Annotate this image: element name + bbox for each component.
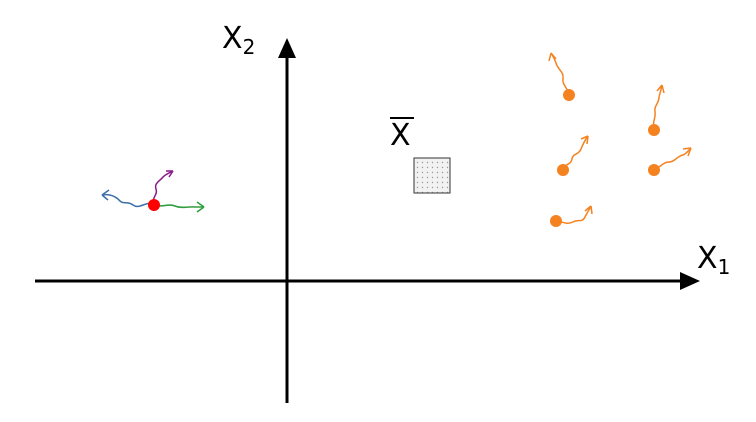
x1-axis-arrowhead xyxy=(680,272,700,290)
blue-trajectory-arrow xyxy=(101,189,154,208)
mean-label: X xyxy=(390,118,411,153)
x1-axis-label: X1 xyxy=(697,241,730,279)
orange-particle xyxy=(648,147,692,176)
red-particle-group xyxy=(101,170,205,213)
red-particle xyxy=(148,199,160,211)
green-trajectory-arrow xyxy=(153,201,205,213)
x2-axis xyxy=(278,38,296,403)
orange-particle xyxy=(557,135,589,176)
orange-particle xyxy=(550,205,593,227)
x2-axis-label: X2 xyxy=(222,21,255,59)
x1-axis xyxy=(35,272,700,290)
mean-marker: X xyxy=(390,117,451,194)
orange-particle xyxy=(648,84,665,136)
orange-particle xyxy=(548,52,575,101)
purple-trajectory-arrow xyxy=(152,170,174,205)
mean-box xyxy=(413,157,451,194)
orange-particle-cluster xyxy=(548,52,692,227)
x2-axis-arrowhead xyxy=(278,38,296,58)
